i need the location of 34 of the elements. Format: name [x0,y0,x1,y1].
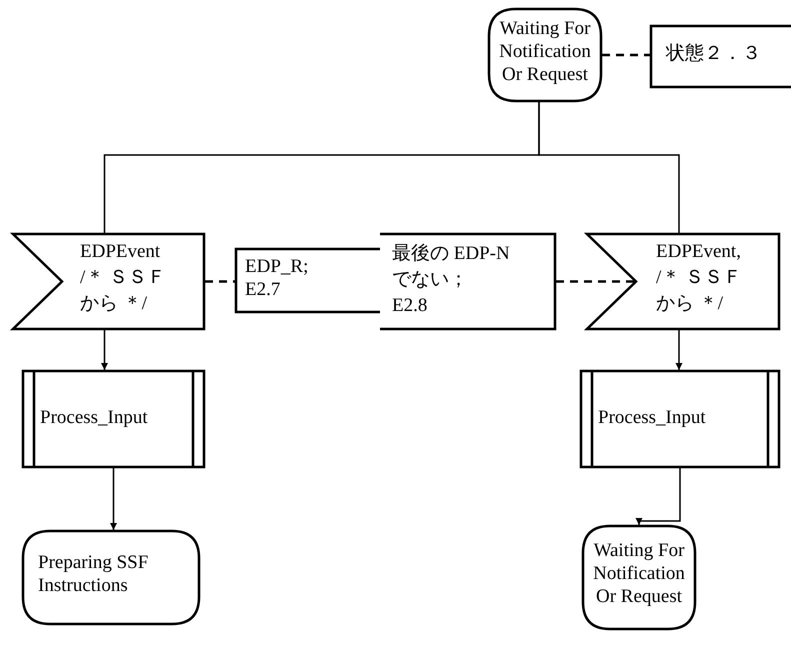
arrow [636,468,681,525]
comment-text: E2.8 [392,295,428,318]
state-symbol [488,8,602,102]
arrow [101,330,108,370]
state-label: Waiting For Notification Or Request [498,18,592,86]
comment-bracket [650,25,791,88]
signal-label: EDPEvent, [656,241,742,264]
input-signal-symbol [586,233,780,330]
signal-label: /＊ ＳＳＦ [80,267,168,290]
comment-bracket [380,233,556,330]
state-label: Waiting For Notification Or Request [592,540,686,608]
procedure-call-symbol [580,370,780,468]
state-label: Preparing SSF Instructions [38,552,150,598]
comment-text: 最後の EDP-N [392,243,511,266]
signal-label: から ＊/ [656,293,724,316]
comment-text: 状態２．３ [666,43,762,66]
dashed-connector [205,280,235,283]
state-symbol [22,530,200,625]
signal-label: /＊ ＳＳＦ [656,267,744,290]
procedure-label: Process_Input [598,407,707,430]
state-symbol [582,525,696,630]
procedure-call-symbol [22,370,205,468]
input-signal-symbol [12,233,205,330]
comment-text: EDP_R; E2.7 [245,256,310,302]
dashed-connector [602,54,650,56]
signal-label: から ＊/ [80,293,148,316]
arrow [676,330,682,370]
arrow [110,468,117,530]
procedure-label: Process_Input [40,407,149,430]
dashed-connector [556,280,636,283]
comment-text: でない； [392,269,469,292]
signal-label: EDPEvent [80,241,162,264]
comment-bracket [235,248,380,313]
connector-line [538,102,680,233]
